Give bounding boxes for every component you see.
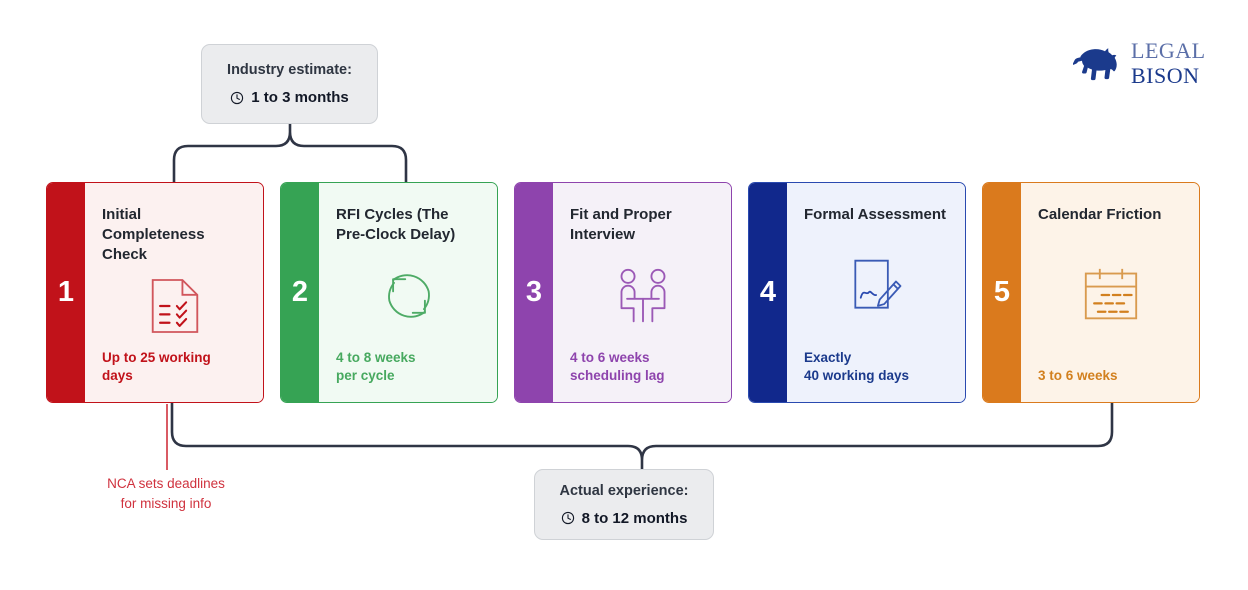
step-body: Formal Assessment Exactly 40 working day… bbox=[787, 183, 965, 402]
signed-document-icon bbox=[804, 225, 949, 349]
step-number-badge: 1 bbox=[47, 183, 85, 402]
actual-experience-value: 8 to 12 months bbox=[581, 509, 688, 527]
refresh-cycle-icon bbox=[336, 245, 481, 349]
clock-icon bbox=[230, 91, 244, 105]
step-title: RFI Cycles (The Pre-Clock Delay) bbox=[336, 206, 456, 243]
step-duration-line2: per cycle bbox=[336, 368, 395, 384]
nca-annotation-text: NCA sets deadlines for missing info bbox=[66, 474, 266, 513]
step-card-formal-assessment[interactable]: 4 Formal Assessment Exactly 40 working d… bbox=[748, 182, 966, 403]
step-duration: 4 to 8 weeks per cycle bbox=[336, 349, 481, 386]
step-duration-line2: scheduling lag bbox=[570, 368, 665, 384]
step-duration: 3 to 6 weeks bbox=[1038, 367, 1183, 386]
step-duration-line1: 4 to 6 weeks bbox=[570, 349, 650, 365]
industry-estimate-value-row: 1 to 3 months bbox=[230, 89, 349, 106]
legal-bison-logo: LEGAL BISON bbox=[1072, 37, 1209, 88]
actual-experience-badge: Actual experience: 8 to 12 months bbox=[534, 469, 714, 540]
nca-annotation-line2: for missing info bbox=[120, 495, 212, 511]
step-card-fit-and-proper-interview[interactable]: 3 Fit and Proper Interview bbox=[514, 182, 732, 403]
logo-word-bison: BISON bbox=[1131, 62, 1200, 88]
industry-estimate-value: 1 to 3 months bbox=[251, 89, 349, 106]
two-people-table-icon bbox=[570, 245, 715, 349]
step-number-badge: 4 bbox=[749, 183, 787, 402]
step-duration-line2: 40 working days bbox=[804, 368, 910, 384]
step-number-badge: 3 bbox=[515, 183, 553, 402]
step-body: Fit and Proper Interview 4 bbox=[553, 183, 731, 402]
industry-estimate-badge: Industry estimate: 1 to 3 months bbox=[201, 44, 378, 124]
step-body: Initial Completeness Check Up to 25 bbox=[85, 183, 263, 402]
step-duration-line2: days bbox=[102, 368, 133, 384]
step-duration: 4 to 6 weeks scheduling lag bbox=[570, 349, 715, 386]
step-card-rfi-cycles[interactable]: 2 RFI Cycles (The Pre-Clock Delay) 4 to … bbox=[280, 182, 498, 403]
bottom-brace-connector bbox=[170, 402, 1114, 474]
step-duration: Exactly 40 working days bbox=[804, 349, 949, 386]
calendar-icon bbox=[1038, 225, 1183, 367]
step-title: Initial Completeness Check bbox=[102, 206, 205, 263]
step-title: Fit and Proper Interview bbox=[570, 206, 672, 243]
nca-annotation-line bbox=[166, 404, 168, 470]
step-body: RFI Cycles (The Pre-Clock Delay) 4 to 8 … bbox=[319, 183, 497, 402]
step-card-initial-completeness-check[interactable]: 1 Initial Completeness Check bbox=[46, 182, 264, 403]
logo-wordmark: LEGAL BISON bbox=[1131, 37, 1206, 88]
step-title: Calendar Friction bbox=[1038, 206, 1162, 223]
actual-experience-title: Actual experience: bbox=[559, 482, 689, 499]
checklist-document-icon bbox=[102, 265, 247, 349]
clock-icon bbox=[561, 511, 575, 525]
step-duration-line1: Exactly bbox=[804, 349, 852, 365]
step-title: Formal Assessment bbox=[804, 206, 947, 223]
actual-experience-value-row: 8 to 12 months bbox=[561, 509, 688, 527]
step-number-badge: 2 bbox=[281, 183, 319, 402]
step-card-calendar-friction[interactable]: 5 Calendar Friction bbox=[982, 182, 1200, 403]
nca-annotation-line1: NCA sets deadlines bbox=[107, 476, 225, 491]
industry-estimate-title: Industry estimate: bbox=[227, 62, 352, 78]
step-duration-line1: 4 to 8 weeks bbox=[336, 349, 416, 365]
step-duration-line1: Up to 25 working bbox=[102, 349, 211, 365]
step-duration: Up to 25 working days bbox=[102, 349, 247, 386]
logo-word-legal: LEGAL bbox=[1131, 37, 1206, 63]
top-brace-connector bbox=[172, 120, 408, 186]
step-number-badge: 5 bbox=[983, 183, 1021, 402]
step-duration-line1: 3 to 6 weeks bbox=[1038, 368, 1118, 384]
bison-icon bbox=[1072, 44, 1125, 82]
step-body: Calendar Friction bbox=[1021, 183, 1199, 402]
